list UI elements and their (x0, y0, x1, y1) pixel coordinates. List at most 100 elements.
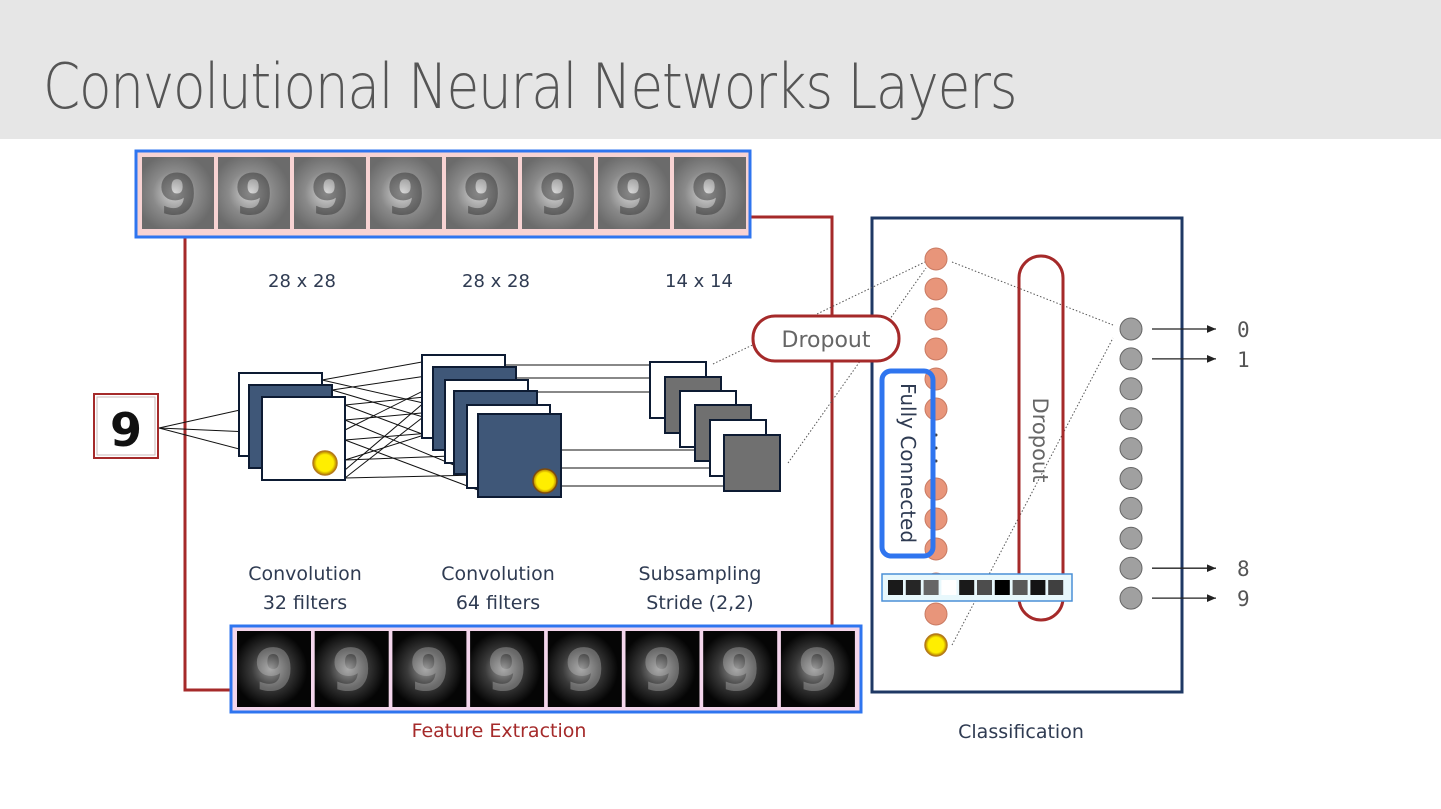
flatten-lines (712, 261, 1114, 646)
feature-map-tile (446, 157, 518, 229)
connection-line (321, 361, 423, 381)
vector-cell (1048, 580, 1064, 595)
feature-map-digit: 9 (691, 163, 730, 228)
hidden-neuron (924, 507, 948, 531)
feature-map-digit: 9 (642, 636, 682, 704)
hidden-neuron (924, 477, 948, 501)
fully-connected: Fully Connected (879, 368, 936, 559)
feature-map-tile (598, 157, 670, 229)
layer-3-size: 14 x 14 (665, 271, 733, 292)
classification-label: Classification (958, 721, 1084, 743)
layer-2-detail: 64 filters (456, 592, 540, 614)
dropout-1-label: Dropout (782, 328, 871, 353)
connection-line (158, 409, 241, 429)
output-neuron (1119, 377, 1143, 401)
output-neuron (1119, 347, 1143, 371)
vector-cell (977, 580, 992, 595)
layer-1-name: Convolution (248, 563, 362, 585)
feature-map-digit: 9 (332, 636, 372, 704)
feature-map-digit: 9 (409, 636, 449, 704)
active-neuron (924, 633, 948, 657)
conv1-feature-maps (238, 372, 346, 481)
conv2-feature-maps (421, 354, 562, 498)
feature-map-tile (392, 631, 467, 707)
feature-map-digit: 9 (387, 163, 426, 228)
output-neuron (1119, 556, 1143, 580)
feature-map-digit: 9 (463, 163, 502, 228)
feature-map-digit: 9 (235, 163, 274, 228)
output-label: 9 (1237, 587, 1250, 611)
layer-1-size: 28 x 28 (268, 271, 336, 292)
layer-1-detail: 32 filters (263, 592, 347, 614)
classification-box (870, 216, 1184, 694)
feature-map-tile (370, 157, 442, 229)
layer-3-detail: Stride (2,2) (646, 592, 753, 614)
hidden-neuron (924, 397, 948, 421)
output-label: 0 (1237, 318, 1250, 342)
output-neuron (1119, 407, 1143, 431)
feature-map-digit: 9 (487, 636, 527, 704)
feature-map-digit: 9 (311, 163, 350, 228)
layer-2-size: 28 x 28 (462, 271, 530, 292)
feature-map-tile (470, 631, 545, 707)
input-image: 9 (93, 393, 159, 459)
feature-map-tile (237, 631, 311, 707)
connection-line (344, 439, 479, 491)
feature-map-digit: 9 (565, 636, 605, 704)
feature-map-tile (703, 631, 778, 707)
feature-map-tile (625, 631, 700, 707)
connection-line (344, 474, 479, 479)
feature-map-digit: 9 (720, 636, 760, 704)
feature-map-digit: 9 (798, 636, 838, 704)
feature-map-digit: 9 (539, 163, 578, 228)
feature-map-tile (142, 157, 214, 229)
output-neuron (1119, 526, 1143, 550)
feature-map-tile (674, 157, 746, 229)
output-neuron (1119, 437, 1143, 461)
feature-map-tile (314, 631, 389, 707)
dropout-1: Dropout (751, 314, 901, 363)
feature-map-tile (218, 157, 290, 229)
receptive-field-marker (532, 468, 558, 494)
feature-map-tile (547, 631, 622, 707)
connection-line (158, 427, 251, 433)
output-neuron (1119, 317, 1143, 341)
output-neuron (1119, 586, 1143, 610)
dropout-2-label: Dropout (1028, 398, 1052, 483)
feature-map-tile (780, 631, 855, 707)
connection-line (344, 394, 434, 471)
vector-cell (888, 580, 903, 595)
flattened-vector (881, 573, 1073, 602)
feature-extraction-outline (183, 215, 834, 692)
hidden-neuron (924, 337, 948, 361)
feature-map-tile (522, 157, 594, 229)
hidden-neuron (924, 247, 948, 271)
fully-connected-label: Fully Connected (896, 383, 920, 543)
vector-cell (994, 580, 1010, 595)
vector-cell (923, 580, 939, 595)
hidden-neuron (924, 307, 948, 331)
feature-extraction-label: Feature Extraction (412, 720, 587, 742)
input-digit: 9 (110, 403, 142, 457)
vector-cell (1012, 580, 1028, 595)
feature-map-digit: 9 (159, 163, 198, 228)
receptive-field-marker (312, 450, 338, 476)
output-label: 1 (1237, 348, 1250, 372)
layer-2-name: Convolution (441, 563, 555, 585)
slide-header: Convolutional Neural Networks Layers (0, 0, 1441, 139)
hidden-neuron (924, 602, 948, 626)
feature-map-digit: 9 (615, 163, 654, 228)
connection-line (331, 374, 434, 391)
hidden-neuron (924, 277, 948, 301)
slide-title: Convolutional Neural Networks Layers (43, 50, 1018, 123)
feature-map-digit: 9 (254, 636, 294, 704)
subsampling-feature-maps (649, 361, 781, 492)
layer-3-name: Subsampling (639, 563, 762, 585)
vector-cell (905, 580, 921, 595)
dropout-2: Dropout (1017, 254, 1065, 622)
vector-cell (1030, 580, 1046, 595)
